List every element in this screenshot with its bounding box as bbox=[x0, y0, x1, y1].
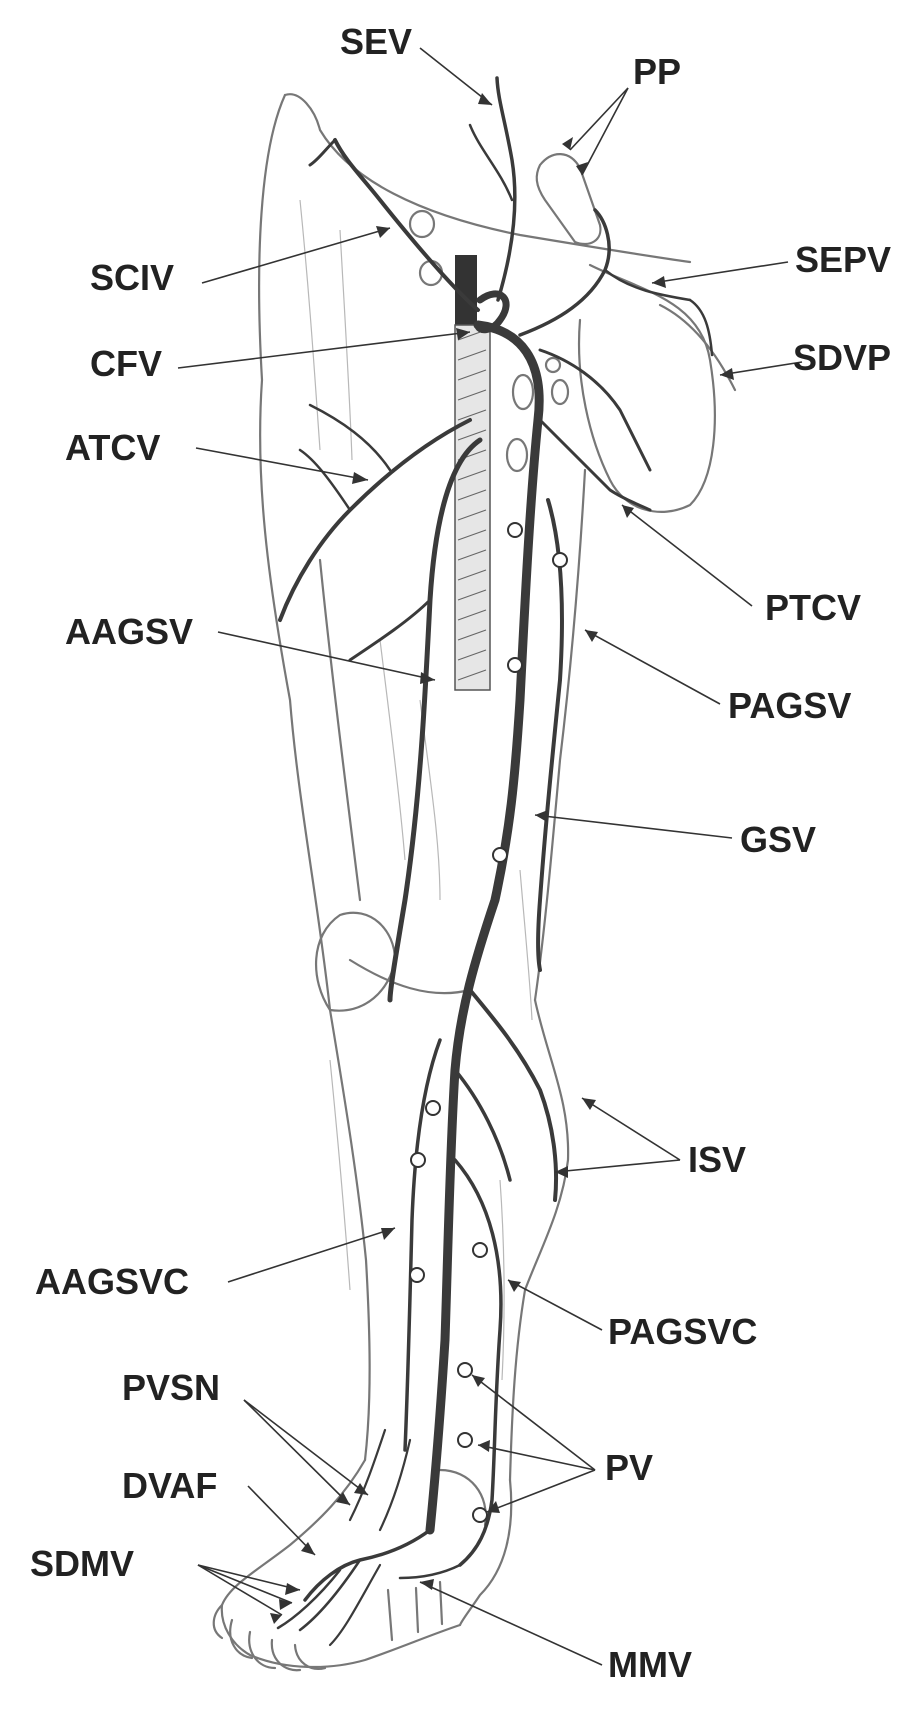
label-dvaf: DVAF bbox=[122, 1466, 217, 1506]
femoral-vessel-hatched bbox=[455, 255, 490, 690]
veins bbox=[278, 78, 712, 1645]
label-aagsv: AAGSV bbox=[65, 612, 193, 652]
label-sev: SEV bbox=[340, 22, 412, 62]
pointer-lines bbox=[178, 48, 802, 1665]
label-pagsv: PAGSV bbox=[728, 686, 851, 726]
label-mmv: MMV bbox=[608, 1645, 692, 1685]
label-pvsn: PVSN bbox=[122, 1368, 220, 1408]
label-ptcv: PTCV bbox=[765, 588, 861, 628]
label-pv: PV bbox=[605, 1448, 653, 1488]
label-sdvp: SDVP bbox=[793, 338, 891, 378]
label-gsv: GSV bbox=[740, 820, 816, 860]
label-aagsvc: AAGSVC bbox=[35, 1262, 189, 1302]
label-sciv: SCIV bbox=[90, 258, 174, 298]
label-pp: PP bbox=[633, 52, 681, 92]
label-cfv: CFV bbox=[90, 344, 162, 384]
label-isv: ISV bbox=[688, 1140, 746, 1180]
label-sepv: SEPV bbox=[795, 240, 891, 280]
label-sdmv: SDMV bbox=[30, 1544, 134, 1584]
label-pagsvc: PAGSVC bbox=[608, 1312, 757, 1352]
label-atcv: ATCV bbox=[65, 428, 160, 468]
